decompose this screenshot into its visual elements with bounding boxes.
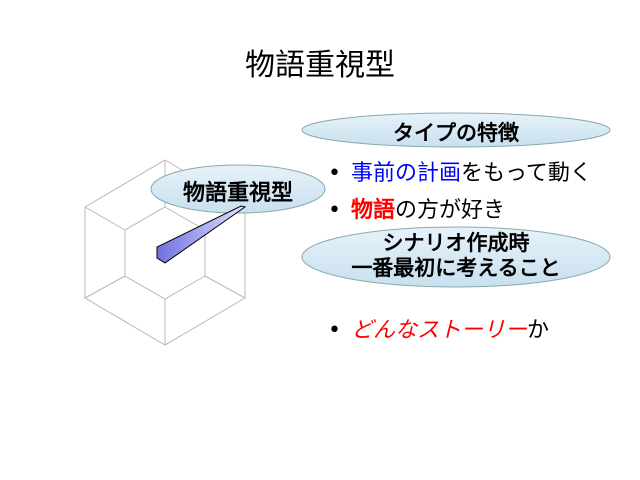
feature-highlight: 事前の計画	[350, 161, 461, 186]
scenario-text: か	[527, 318, 550, 343]
scenario-heading-line1: シナリオ作成時	[382, 231, 530, 255]
bullet-icon: •	[328, 198, 341, 223]
scenario-heading-line2: 一番最初に考えること	[351, 256, 561, 280]
diagram-label: 物語重視型	[182, 181, 293, 206]
feature-item: • 事前の計画をもって動く	[328, 155, 592, 187]
scenario-heading: シナリオ作成時 一番最初に考えること	[302, 231, 610, 281]
slide-title: 物語重視型	[245, 48, 395, 83]
bullet-icon: •	[328, 318, 341, 343]
feature-text: の方が好き	[395, 198, 506, 223]
scenario-heading-bubble	[301, 226, 611, 288]
feature-text: をもって動く	[461, 161, 592, 186]
features-heading-bubble	[301, 112, 611, 148]
features-heading: タイプの特徴	[393, 121, 519, 145]
diagram-label-bubble	[150, 164, 326, 214]
pointer-arrow	[156, 205, 247, 264]
feature-highlight: 物語	[350, 198, 395, 223]
scenario-item: • どんなストーリーか	[328, 312, 549, 344]
feature-item: • 物語の方が好き	[328, 192, 505, 224]
bullet-icon: •	[328, 161, 341, 186]
scenario-highlight: どんなストーリー	[350, 318, 527, 343]
